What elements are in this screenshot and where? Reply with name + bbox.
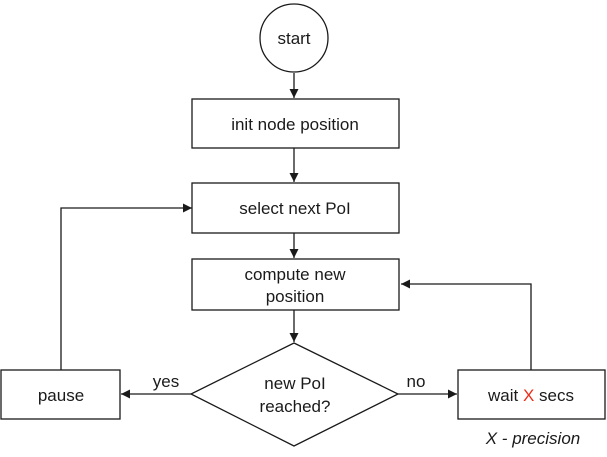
- precision-note: X - precision: [485, 429, 580, 448]
- wait-node-variable: X: [523, 386, 534, 405]
- wait-node: wait X secs: [457, 369, 606, 420]
- compute-node-box: [191, 258, 400, 311]
- decision-node-diamond: [189, 342, 400, 447]
- wait-node-label-prefix: wait: [487, 386, 523, 405]
- edge-pause-to-select: [60, 203, 192, 370]
- select-node-label: select next PoI: [239, 199, 351, 218]
- decision-node-label-line1: new PoI: [264, 374, 325, 393]
- yes-edge-label: yes: [153, 372, 179, 391]
- init-node-box: [191, 98, 400, 149]
- wait-node-label-suffix: secs: [534, 386, 574, 405]
- select-node: select next PoI: [191, 182, 400, 234]
- start-node: start: [259, 3, 329, 73]
- wait-node-box: [457, 369, 606, 420]
- pause-node: pause: [0, 369, 121, 420]
- pause-node-box: [0, 369, 121, 420]
- no-edge-label: no: [407, 372, 426, 391]
- edge-wait-to-compute: [401, 279, 532, 370]
- pause-node-label: pause: [38, 386, 84, 405]
- decision-node: new PoI reached?: [189, 342, 400, 447]
- wait-node-label: wait X secs: [487, 386, 574, 405]
- compute-node-label-line1: compute new: [244, 265, 346, 284]
- select-node-box: [191, 182, 400, 234]
- start-node-circle: [259, 3, 329, 73]
- compute-node: compute new position: [191, 258, 400, 311]
- start-node-label: start: [277, 29, 310, 48]
- init-node: init node position: [191, 98, 400, 149]
- init-node-label: init node position: [231, 115, 359, 134]
- decision-node-label-line2: reached?: [260, 397, 331, 416]
- compute-node-label-line2: position: [266, 287, 325, 306]
